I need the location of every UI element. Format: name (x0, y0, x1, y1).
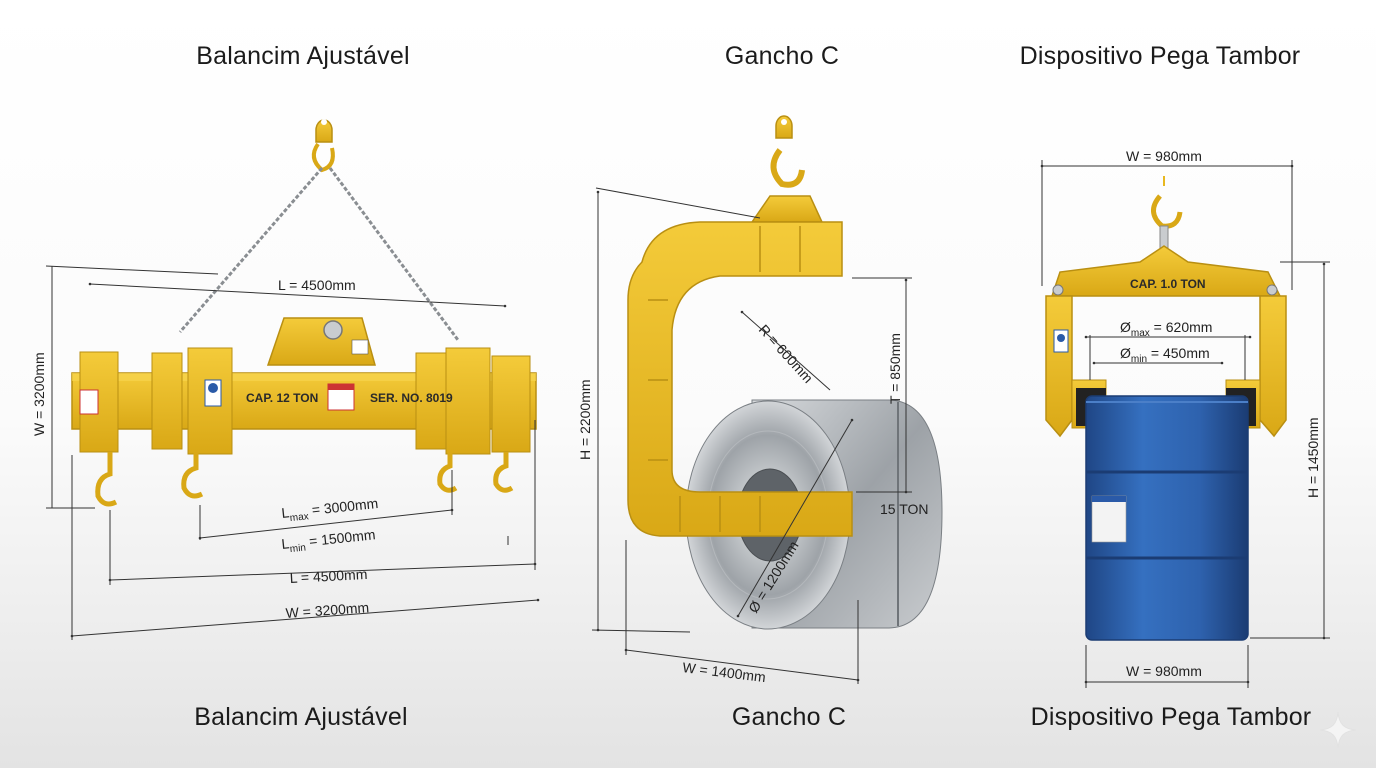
capacity-plate: CAP. 12 TON (246, 391, 318, 405)
dmin-dimension: Ømin = 450mm (1120, 345, 1210, 365)
warning-label (351, 339, 369, 355)
drum-capacity-plate: CAP. 1.0 TON (1130, 277, 1206, 291)
chain-right (328, 167, 460, 341)
c-radius-dimension: R = 600mm (756, 321, 817, 386)
pega-tambor-title-bottom: Dispositivo Pega Tambor (1030, 703, 1312, 731)
beam-clamps (79, 347, 531, 455)
safety-sticker-left (79, 389, 99, 415)
pega-tambor-title-top: Dispositivo Pega Tambor (1019, 42, 1301, 70)
width-bottom-dimension: W = 3200mm (285, 599, 370, 621)
center-lug (266, 317, 376, 366)
right-arm (1259, 295, 1287, 438)
bottom-hooks (95, 452, 514, 507)
drum-hook-icon (1151, 194, 1183, 229)
top-hook-icon (311, 142, 335, 173)
lmin-dimension: Lmin = 1500mm (281, 526, 377, 556)
length-bottom-dimension: L = 4500mm (289, 566, 367, 586)
lmax-dimension: Lmax = 3000mm (281, 495, 380, 525)
gancho-dimension-lines (591, 187, 912, 684)
c-throat-dimension: T = 850mm (887, 333, 903, 404)
length-top-dimension: L = 4500mm (278, 277, 356, 293)
c-hook-shackle (775, 115, 793, 139)
drum-width-bottom-dimension: W = 980mm (1126, 663, 1202, 679)
coil-weight-label: 15 TON (880, 501, 929, 517)
gancho-c-title-bottom: Gancho C (731, 703, 847, 731)
chain-left (178, 167, 324, 333)
gancho-c-title-top: Gancho C (724, 42, 840, 70)
gancho-c-illustration: 15 TON H = 2200mm R = 60 (577, 115, 943, 685)
pega-tambor-illustration: CAP. 1.0 TON (1040, 148, 1330, 688)
serial-plate: SER. NO. 8019 (370, 391, 453, 405)
drum-height-dimension: H = 1450mm (1305, 417, 1321, 498)
hook-icon-4 (493, 452, 514, 493)
balancim-illustration: CAP. 12 TON SER. NO. 8019 L = 4500mm W (31, 119, 540, 640)
hook-icon-3 (437, 452, 458, 493)
c-height-dimension: H = 2200mm (577, 379, 593, 460)
balancim-title-bottom: Balancim Ajustável (194, 703, 408, 731)
top-shackle (315, 119, 333, 143)
sparkle-icon (1319, 711, 1357, 749)
drum-width-top-dimension: W = 980mm (1126, 148, 1202, 164)
left-arm (1045, 295, 1073, 438)
steel-drum (1085, 395, 1249, 641)
drum-label (1091, 495, 1127, 543)
c-crane-hook-icon (770, 148, 805, 188)
drum-dimension-lines (1040, 160, 1330, 688)
dmax-dimension: Ømax = 620mm (1120, 319, 1212, 339)
balancim-title-top: Balancim Ajustável (196, 42, 410, 70)
drum-lifter-frame (1050, 245, 1282, 297)
hook-icon-2 (181, 452, 204, 499)
height-dimension: W = 3200mm (31, 352, 47, 436)
balancim-dimension-lines (45, 265, 540, 640)
hook-icon-1 (95, 452, 118, 507)
